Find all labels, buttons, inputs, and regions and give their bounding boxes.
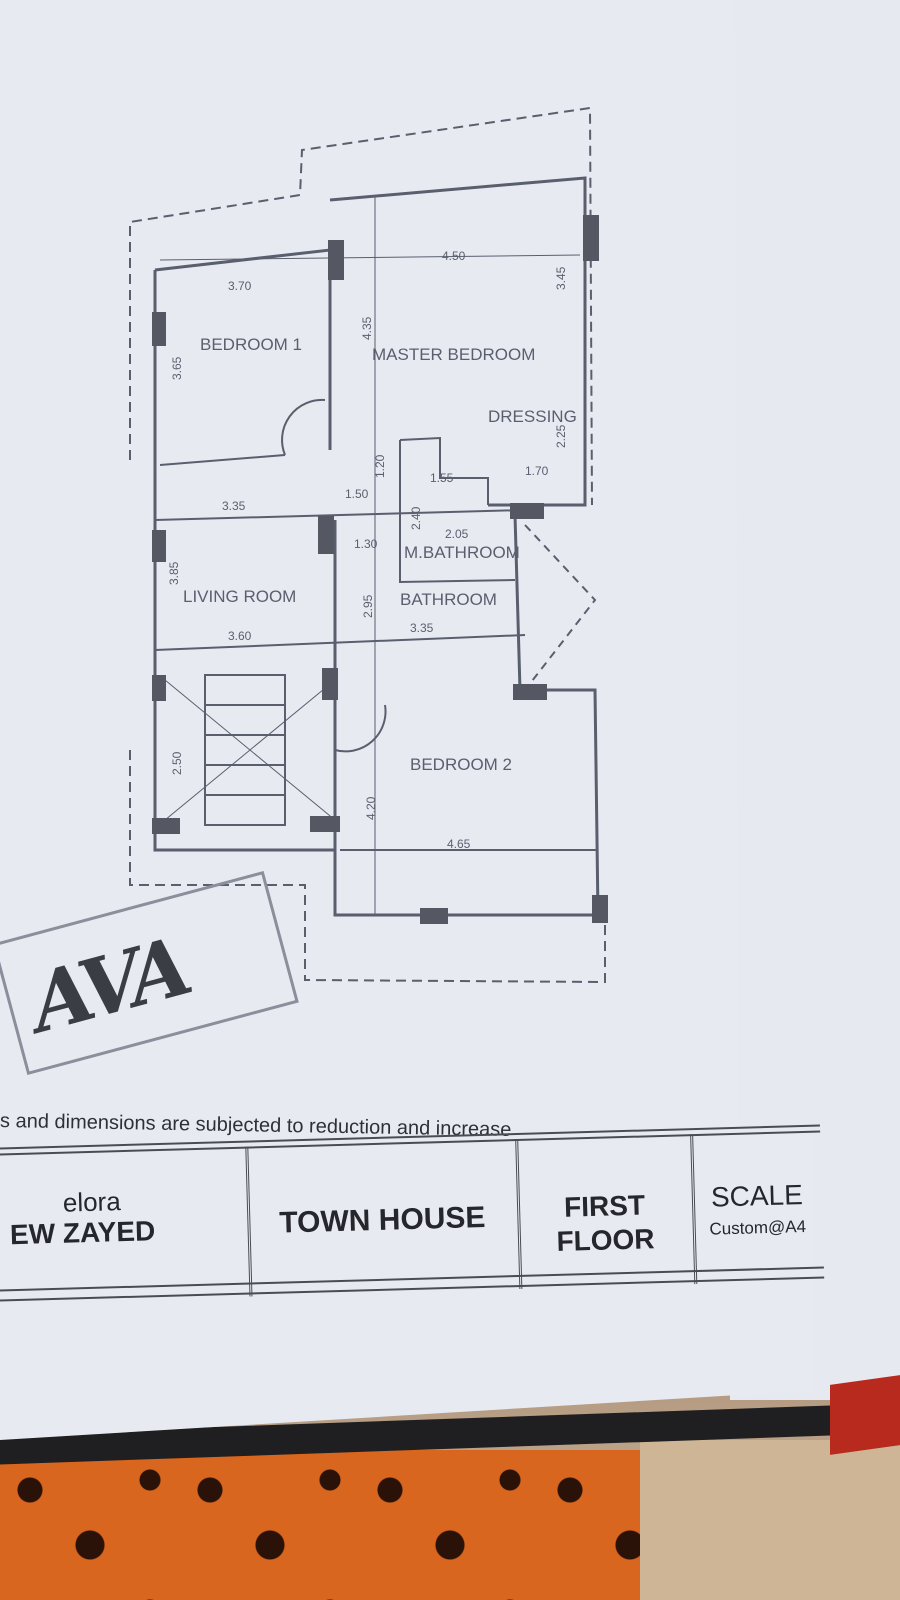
wall-dressing xyxy=(399,436,489,505)
dim-130: 1.30 xyxy=(354,537,378,551)
title-block-bottom-line-2 xyxy=(0,1276,825,1302)
divider-2 xyxy=(515,1138,523,1289)
column-12 xyxy=(420,908,448,924)
brochure-page xyxy=(0,0,815,1440)
dim-150: 1.50 xyxy=(345,487,369,501)
wall-bedroom2 xyxy=(333,514,600,917)
project-name-line2: EW ZAYED xyxy=(9,1215,156,1251)
wall-mbath xyxy=(399,440,516,584)
floor-line1: FIRST xyxy=(563,1189,646,1223)
door-arc-bedroom2 xyxy=(334,704,387,753)
fabric-background xyxy=(0,1450,640,1600)
dim-420: 4.20 xyxy=(364,796,378,820)
dim-370: 3.70 xyxy=(228,279,252,293)
door-arc-bedroom1 xyxy=(281,398,326,456)
wall-master xyxy=(329,176,587,507)
scale-value: Custom@A4 xyxy=(709,1216,807,1239)
balcony-outline-bottom xyxy=(129,750,606,984)
dim-345: 3.45 xyxy=(554,266,568,290)
dim-385: 3.85 xyxy=(167,561,181,585)
floor-tile xyxy=(640,1440,900,1600)
dim-450: 4.50 xyxy=(442,249,466,263)
dim-360: 3.60 xyxy=(228,629,252,643)
column-13 xyxy=(592,895,608,923)
room-label-living-room: LIVING ROOM xyxy=(183,587,296,606)
column-1 xyxy=(328,240,344,280)
column-4 xyxy=(152,530,166,562)
column-6 xyxy=(510,503,544,519)
dim-250: 2.50 xyxy=(170,751,184,775)
dim-225: 2.25 xyxy=(554,424,568,448)
ava-logo-text: AVA xyxy=(20,919,196,1051)
room-label-bathroom: BATHROOM xyxy=(400,590,497,609)
dim-155: 1.55 xyxy=(430,471,454,485)
dim-line-top xyxy=(159,254,581,261)
dim-335b: 3.35 xyxy=(410,621,434,635)
dim-335a: 3.35 xyxy=(222,499,246,513)
column-7 xyxy=(152,675,166,701)
stair-treads xyxy=(205,704,285,796)
dim-line-2 xyxy=(154,634,526,651)
balcony-outline-top xyxy=(129,106,593,506)
dim-365: 3.65 xyxy=(170,356,184,380)
stair-void-cross xyxy=(164,679,336,821)
dim-170: 1.70 xyxy=(525,464,549,478)
dim-205: 2.05 xyxy=(445,527,469,541)
column-2 xyxy=(583,215,599,261)
wall-left xyxy=(153,270,335,852)
room-label-bedroom2: BEDROOM 2 xyxy=(410,755,512,774)
dim-295: 2.95 xyxy=(361,594,375,618)
wall-bedroom1-bottom xyxy=(159,454,286,466)
room-label-master-bedroom: MASTER BEDROOM xyxy=(372,345,535,364)
door-swing-outline xyxy=(524,524,597,691)
room-label-bedroom1: BEDROOM 1 xyxy=(200,335,302,354)
house-type: TOWN HOUSE xyxy=(278,1200,486,1240)
staircase xyxy=(204,674,286,826)
dim-240: 2.40 xyxy=(409,506,423,530)
column-11 xyxy=(310,816,340,832)
dim-120: 1.20 xyxy=(373,454,387,478)
column-10 xyxy=(152,818,180,834)
scale-label: SCALE xyxy=(710,1179,804,1213)
column-3 xyxy=(152,312,166,346)
title-block: elora EW ZAYED TOWN HOUSE FIRST FLOOR SC… xyxy=(0,1117,825,1320)
room-label-dressing: DRESSING xyxy=(488,407,577,426)
divider-1 xyxy=(245,1146,253,1297)
column-8 xyxy=(322,668,338,700)
dim-435: 4.35 xyxy=(360,316,374,340)
room-label-m-bathroom: M.BATHROOM xyxy=(404,543,520,562)
column-9 xyxy=(513,684,547,700)
column-5 xyxy=(318,516,334,554)
dim-line-1 xyxy=(154,509,526,521)
dim-465: 4.65 xyxy=(447,837,471,851)
floor-line2: FLOOR xyxy=(556,1223,655,1257)
